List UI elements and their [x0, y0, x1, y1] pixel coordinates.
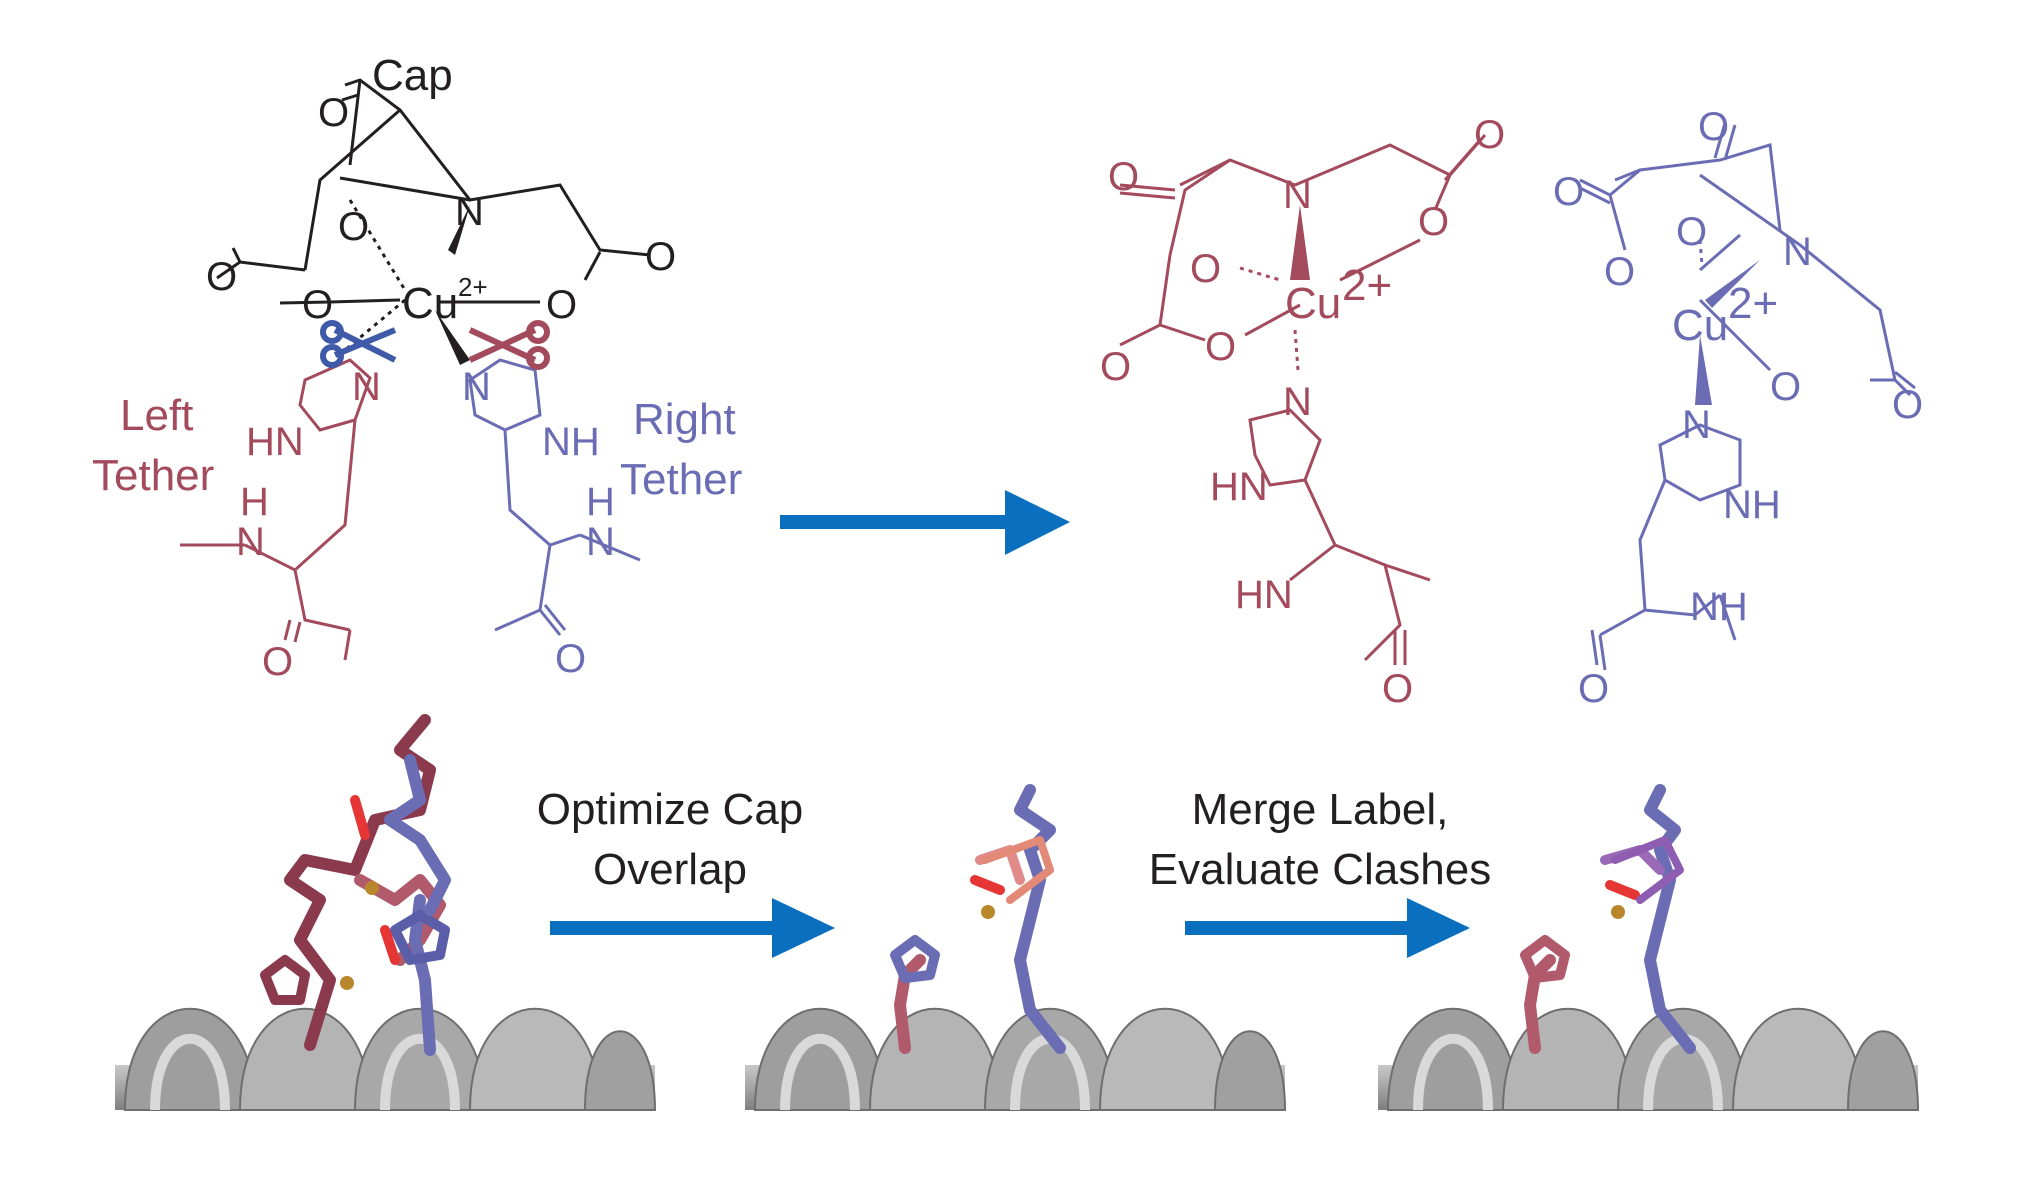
panel1-copper-ion-2: [340, 976, 354, 990]
red-copper-charge: 2+: [1342, 261, 1392, 310]
atom-o-left: O: [302, 283, 333, 327]
left-tether-label-line1: Left: [120, 391, 193, 440]
blue-atom-o6: O: [1892, 383, 1923, 427]
blue-atom-n: N: [1783, 230, 1812, 274]
panel1-copper-ion-1: [365, 881, 379, 895]
panel1-sticks: [260, 714, 451, 1056]
blue-atom-o1: O: [1698, 105, 1729, 149]
top-arrow: [780, 490, 1070, 555]
step1-line1: Optimize Cap: [536, 785, 804, 834]
atom-h-left-backbone: H: [240, 480, 269, 524]
complex-structure-blue: O O O N O Cu 2+ O O N NH NH O: [1553, 105, 1923, 711]
atom-o-right: O: [546, 283, 577, 327]
blue-atom-n-ring: N: [1682, 403, 1711, 447]
blue-copper-charge: 2+: [1728, 279, 1778, 328]
panel3-copper-ion: [1611, 905, 1625, 919]
right-tether-bonds: [468, 358, 641, 636]
blue-atom-nh-backbone: NH: [1690, 585, 1748, 629]
step1-line2: Overlap: [592, 845, 748, 894]
right-tether-label-line2: Tether: [620, 455, 742, 504]
step2-caption: Merge Label, Evaluate Clashes: [1100, 780, 1540, 900]
helix-panel-3: [1378, 1009, 1918, 1110]
step2-line1: Merge Label,: [1191, 785, 1449, 834]
red-atom-hn-backbone: HN: [1235, 573, 1293, 617]
step2-line2: Evaluate Clashes: [1148, 845, 1492, 894]
red-atom-o3: O: [1418, 200, 1449, 244]
red-atom-o1: O: [1108, 155, 1139, 199]
atom-o-right-backbone: O: [555, 637, 586, 681]
helix-panel-1: [115, 1009, 655, 1110]
red-atom-o6: O: [1205, 325, 1236, 369]
red-atom-hn-ring: HN: [1210, 465, 1268, 509]
scissors-icon-red: [468, 320, 550, 370]
complex-structure-red: O N O O O Cu 2+ O O N HN HN O: [1100, 113, 1505, 711]
red-atom-o2: O: [1474, 113, 1505, 157]
blue-atom-o5: O: [1770, 365, 1801, 409]
blue-atom-o2: O: [1553, 170, 1584, 214]
atom-o-left-carbonyl: O: [206, 255, 237, 299]
bottom-arrow-1: [550, 898, 835, 958]
atom-n-cap: N: [455, 190, 484, 234]
blue-copper: Cu: [1672, 301, 1728, 350]
complex-structure-left: Cap O O N O O O O Cu 2+ N HN H N O N NH …: [92, 51, 742, 684]
atom-n-right-backbone: N: [586, 520, 615, 564]
atom-hn-left-ring: HN: [246, 420, 304, 464]
blue-atom-o4: O: [1604, 250, 1635, 294]
red-atom-o5: O: [1100, 345, 1131, 389]
panel3-sticks: [1520, 784, 1696, 1054]
blue-atom-o-backbone: O: [1578, 667, 1609, 711]
step1-caption: Optimize Cap Overlap: [470, 780, 870, 900]
right-tether-label-line1: Right: [633, 395, 736, 444]
bottom-arrow-2: [1185, 898, 1470, 958]
cap-bonds: [216, 78, 651, 352]
blue-atom-nh-ring: NH: [1723, 483, 1781, 527]
atom-h-right-backbone: H: [586, 480, 615, 524]
atom-n-right-ring: N: [462, 365, 491, 409]
scissors-icon-blue: [320, 320, 397, 368]
red-copper: Cu: [1285, 279, 1341, 328]
atom-o-upper: O: [338, 205, 369, 249]
red-atom-n: N: [1283, 173, 1312, 217]
atom-nh-right-ring: NH: [542, 420, 600, 464]
cap-label: Cap: [372, 51, 453, 100]
left-tether-label-line2: Tether: [92, 451, 214, 500]
red-atom-o-backbone: O: [1382, 667, 1413, 711]
copper-label: Cu: [402, 279, 458, 328]
atom-o-left-backbone: O: [262, 640, 293, 684]
atom-o-right-carbonyl: O: [645, 235, 676, 279]
helix-panel-2: [745, 1009, 1285, 1110]
panel2-copper-ion: [981, 905, 995, 919]
atom-o-top: O: [318, 91, 349, 135]
blue-atom-o3: O: [1676, 210, 1707, 254]
red-atom-o4: O: [1190, 247, 1221, 291]
red-atom-n-ring: N: [1283, 380, 1312, 424]
panel2-sticks: [890, 784, 1066, 1054]
atom-n-left-ring: N: [352, 365, 381, 409]
copper-charge: 2+: [458, 272, 488, 302]
atom-n-left-backbone: N: [236, 520, 265, 564]
left-tether-bonds: [180, 358, 372, 661]
